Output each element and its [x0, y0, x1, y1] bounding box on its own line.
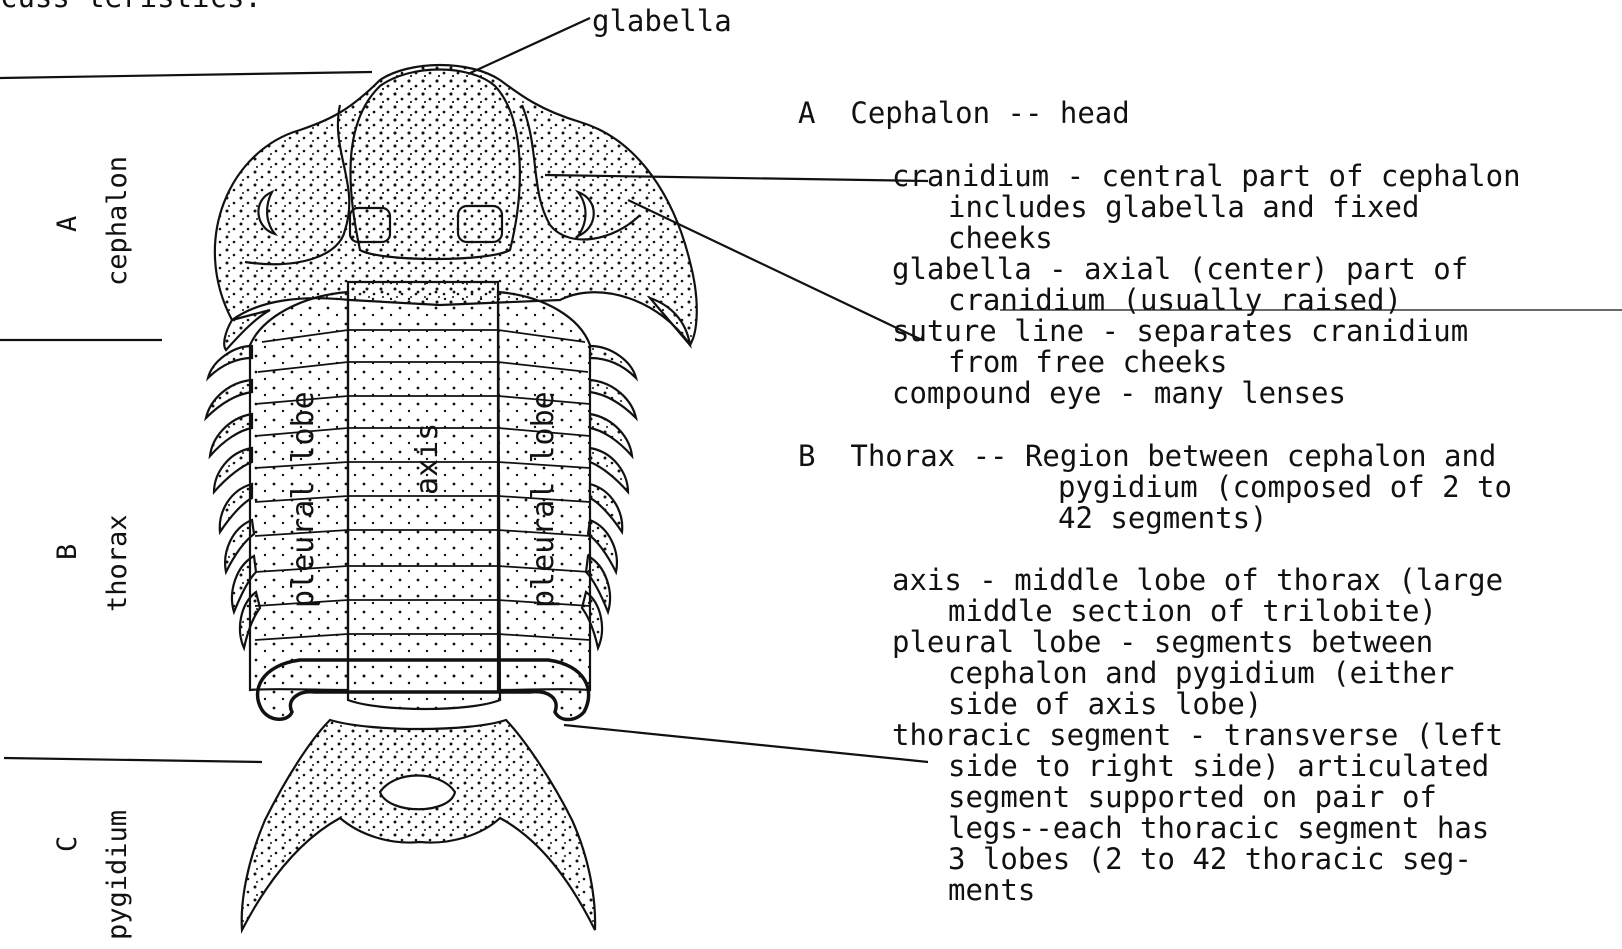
note-thoracic-segment-6: ments — [948, 875, 1035, 906]
note-suture: suture line - separates cranidium — [892, 316, 1468, 347]
section-b-heading: B Thorax -- Region between cephalon and — [798, 441, 1496, 472]
note-axis: axis - middle lobe of thorax (large — [892, 565, 1503, 596]
note-glabella-2: cranidium (usually raised) — [948, 285, 1402, 316]
section-b-heading-3: 42 segments) — [1058, 503, 1268, 534]
note-thoracic-segment-5: 3 lobes (2 to 42 thoracic seg- — [948, 844, 1472, 875]
side-label-b-letter: B — [52, 544, 83, 560]
side-label-a-letter: A — [52, 216, 83, 232]
section-b-heading-2: pygidium (composed of 2 to — [1058, 472, 1512, 503]
right-pleural-spines — [582, 346, 636, 648]
note-cranidium: cranidium - central part of cephalon — [892, 161, 1521, 192]
body-label-axis: axis — [410, 423, 445, 495]
note-thoracic-segment: thoracic segment - transverse (left — [892, 720, 1503, 751]
body-label-right-pleural-lobe: pleural lobe — [526, 391, 561, 608]
section-a-heading: A Cephalon -- head — [798, 98, 1130, 129]
note-pleural-lobe: pleural lobe - segments between — [892, 627, 1433, 658]
side-label-thorax: thorax — [102, 514, 133, 612]
glabella-callout-label: glabella — [592, 6, 732, 37]
note-cranidium-3: cheeks — [948, 223, 1053, 254]
side-label-c-letter: C — [52, 836, 83, 852]
side-label-pygidium: pygidium — [102, 810, 133, 940]
note-glabella: glabella - axial (center) part of — [892, 254, 1468, 285]
pygidium-shape — [242, 720, 595, 930]
note-compound-eye: compound eye - many lenses — [892, 378, 1346, 409]
last-thoracic-segment — [258, 660, 589, 720]
side-label-cephalon: cephalon — [102, 156, 133, 286]
thoracic-segment-leader-line — [564, 725, 928, 762]
left-pleural-spines — [206, 346, 260, 648]
thorax-pygidium-divider — [4, 758, 262, 762]
note-axis-2: middle section of trilobite) — [948, 596, 1437, 627]
note-pleural-lobe-2: cephalon and pygidium (either — [948, 658, 1454, 689]
note-thoracic-segment-4: legs--each thoracic segment has — [948, 813, 1489, 844]
note-thoracic-segment-3: segment supported on pair of — [948, 782, 1437, 813]
glabella-shape — [350, 70, 519, 260]
glabella-leader-line — [468, 18, 590, 74]
note-thoracic-segment-2: side to right side) articulated — [948, 751, 1489, 782]
note-suture-2: from free cheeks — [948, 347, 1227, 378]
cut-off-header-text: cuss teristics. — [0, 0, 262, 13]
cephalon-top-line — [0, 72, 372, 78]
note-cranidium-2: includes glabella and fixed — [948, 192, 1419, 223]
note-pleural-lobe-3: side of axis lobe) — [948, 689, 1262, 720]
body-label-left-pleural-lobe: pleural lobe — [286, 391, 321, 608]
